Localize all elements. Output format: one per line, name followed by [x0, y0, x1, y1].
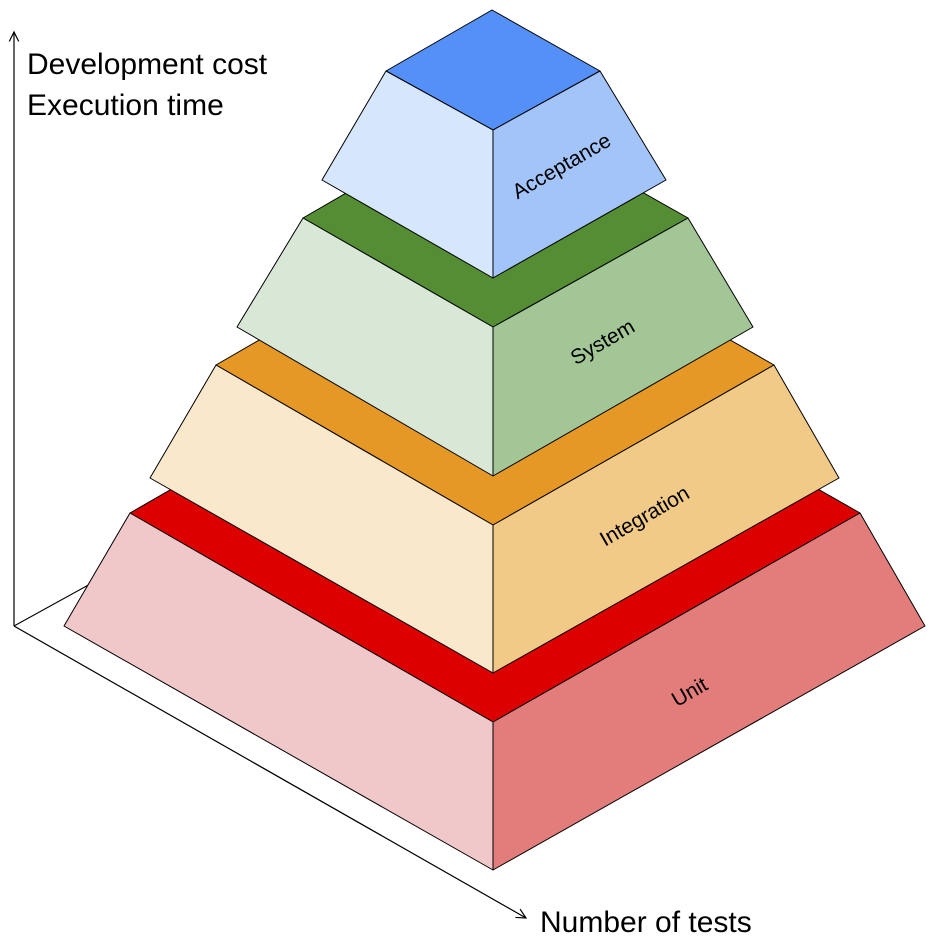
- unit-right-face: [492, 512, 926, 871]
- acceptance-right-face: [492, 70, 667, 279]
- x-axis-label: Number of tests: [540, 906, 752, 939]
- floor-back-edge: [13, 582, 93, 627]
- x-axis: [13, 625, 526, 918]
- integration-right-face: [492, 364, 840, 674]
- y-axis-label-line2: Execution time: [27, 89, 224, 122]
- system-right-face: [492, 217, 754, 477]
- layer-acceptance: Acceptance: [321, 9, 667, 279]
- y-axis-label-line1: Development cost: [27, 48, 268, 81]
